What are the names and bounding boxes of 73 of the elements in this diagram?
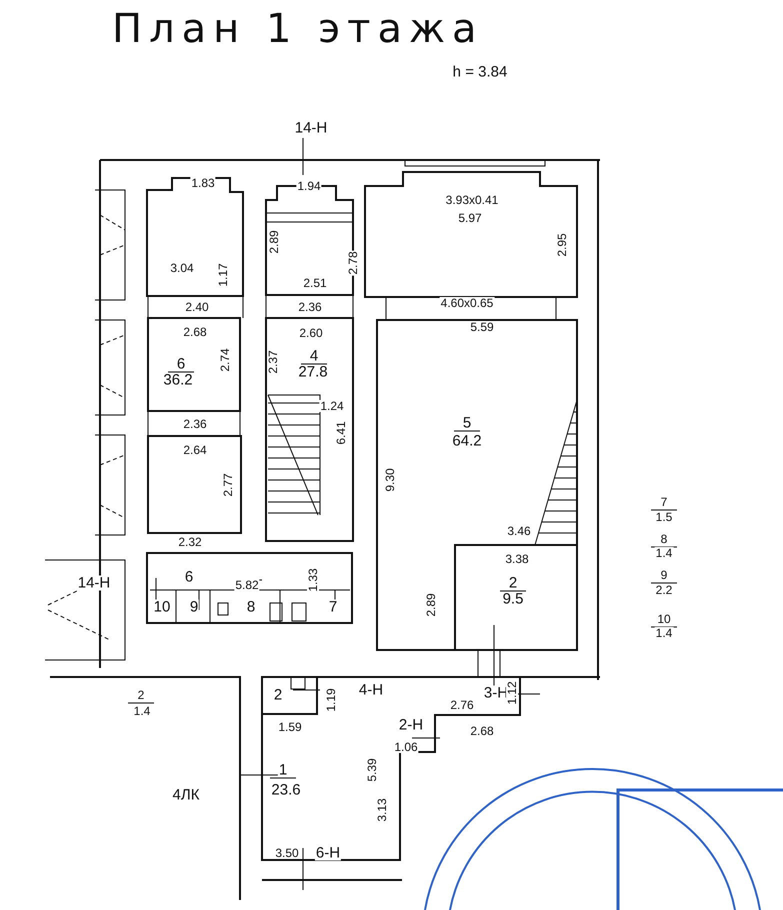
plan-label: 8 — [246, 600, 256, 614]
plan-label: 23.6 — [270, 782, 302, 798]
plan-label: 1.59 — [277, 721, 303, 733]
dimension-label: 2.95 — [556, 232, 568, 258]
plan-label: 1.4 — [654, 627, 674, 639]
plan-label: 6 — [184, 570, 194, 584]
plan-label: 2.36 — [297, 301, 323, 313]
plan-label: 2.40 — [184, 301, 210, 313]
plan-label: 2.68 — [469, 725, 495, 737]
dimension-label: 2.74 — [219, 347, 231, 373]
dimension-label: 5.39 — [366, 757, 378, 783]
plan-label: 1.06 — [393, 741, 419, 753]
plan-label: 2.32 — [177, 536, 203, 548]
plan-label: 9.5 — [502, 592, 524, 606]
dimension-label: 2.78 — [347, 250, 359, 276]
plan-label: 4 — [308, 348, 320, 364]
plan-label: 10 — [656, 613, 672, 625]
plan-label: 8 — [660, 533, 668, 545]
plan-label: 2.68 — [182, 326, 208, 338]
plan-label: h = 3.84 — [452, 64, 508, 80]
plan-label: 3.46 — [506, 525, 532, 537]
plan-label: 14-Н — [294, 120, 328, 136]
dimension-label: 2.89 — [268, 229, 280, 255]
plan-label: 14-Н — [76, 576, 112, 590]
plan-title: План 1 этажа — [112, 6, 484, 52]
plan-label: 1.4 — [132, 705, 152, 717]
dimension-label: 1.17 — [217, 262, 229, 288]
dimension-label: 1.12 — [506, 680, 518, 706]
plan-label: 64.2 — [451, 434, 483, 448]
plan-label: 2.64 — [182, 444, 208, 456]
plan-label: 2.51 — [302, 277, 328, 289]
plan-label: 3.93х0.41 — [444, 194, 500, 206]
plan-label: 10 — [152, 600, 172, 614]
plan-label: 5.82 — [234, 579, 260, 591]
plan-label: 5.59 — [469, 321, 495, 333]
plan-label: 1.4 — [654, 547, 674, 559]
dimension-label: 6.41 — [335, 420, 347, 446]
plan-label: 1 — [278, 762, 288, 778]
plan-label: 7 — [660, 496, 668, 508]
plan-label: 1.94 — [296, 180, 322, 192]
plan-label: 4ЛК — [172, 788, 200, 802]
dimension-label: 2.37 — [267, 349, 279, 375]
dimension-label: 2.77 — [222, 472, 234, 498]
dimension-label: 2.89 — [425, 592, 437, 618]
plan-label: 2 — [508, 576, 518, 590]
dimension-label: 1.19 — [325, 687, 337, 713]
plan-label: 2 — [272, 688, 284, 702]
plan-label: 3.38 — [504, 553, 530, 565]
plan-label: 2.2 — [654, 584, 674, 596]
plan-label: 2 — [136, 689, 146, 701]
plan-label: 1.24 — [319, 400, 345, 412]
plan-label: 7 — [328, 600, 338, 614]
plan-label: 6-Н — [314, 846, 342, 860]
plan-label: 5 — [462, 416, 472, 430]
dimension-label: 1.33 — [307, 567, 319, 593]
plan-label: 4.60х0.65 — [440, 297, 494, 309]
plan-label: 9 — [188, 600, 200, 614]
dimension-label: 9.30 — [384, 467, 396, 493]
plan-label: 2.60 — [298, 327, 324, 339]
plan-label: 6 — [176, 356, 186, 372]
plan-label: 3.04 — [169, 262, 195, 274]
plan-label: 2-Н — [398, 718, 424, 732]
plan-label: 2.36 — [182, 418, 208, 430]
plan-label: 27.8 — [297, 364, 329, 380]
plan-label: 1.83 — [190, 177, 216, 189]
plan-label: 9 — [660, 569, 668, 581]
plan-label: 1.5 — [654, 511, 674, 523]
plan-label: 36.2 — [162, 372, 194, 388]
plan-label: 5.97 — [457, 212, 483, 224]
plan-label: 2.76 — [449, 699, 475, 711]
plan-label: 4-Н — [358, 682, 384, 698]
dimension-label: 3.13 — [376, 797, 388, 823]
plan-label: 3.50 — [274, 847, 300, 859]
